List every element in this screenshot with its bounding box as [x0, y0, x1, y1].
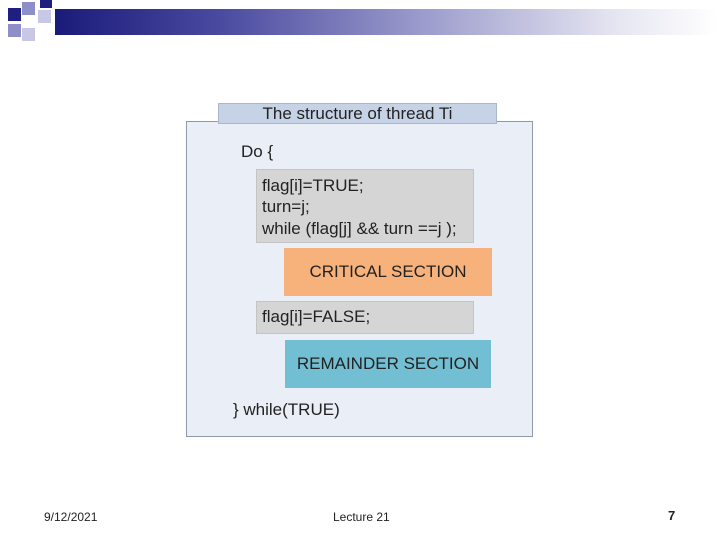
entry-code-block: flag[i]=TRUE; turn=j; while (flag[j] && …: [256, 169, 474, 243]
exit-code-block: flag[i]=FALSE;: [256, 301, 474, 334]
diagram-title-box: The structure of thread Ti: [218, 103, 497, 124]
critical-section-label: CRITICAL SECTION: [309, 262, 467, 281]
slide-header-gradient-bar: [55, 9, 717, 35]
page-number: 7: [668, 508, 676, 523]
code-line: while (flag[j] && turn ==j );: [262, 219, 457, 238]
code-line: turn=j;: [262, 197, 310, 216]
header-square: [40, 0, 52, 8]
code-line: flag[i]=FALSE;: [262, 307, 371, 326]
do-open-text: Do {: [241, 142, 274, 161]
header-square: [38, 10, 51, 23]
header-square: [22, 2, 35, 15]
header-square: [22, 28, 35, 41]
do-close-text: } while(TRUE): [233, 400, 340, 419]
footer-date: 9/12/2021: [44, 510, 98, 524]
footer-lecture: Lecture 21: [333, 510, 390, 524]
header-square: [8, 24, 21, 37]
header-square: [8, 8, 21, 21]
critical-section-block: CRITICAL SECTION: [284, 248, 492, 296]
remainder-section-block: REMAINDER SECTION: [285, 340, 491, 388]
code-line: flag[i]=TRUE;: [262, 176, 364, 195]
remainder-section-label: REMAINDER SECTION: [296, 354, 480, 373]
diagram-title: The structure of thread Ti: [262, 104, 453, 123]
